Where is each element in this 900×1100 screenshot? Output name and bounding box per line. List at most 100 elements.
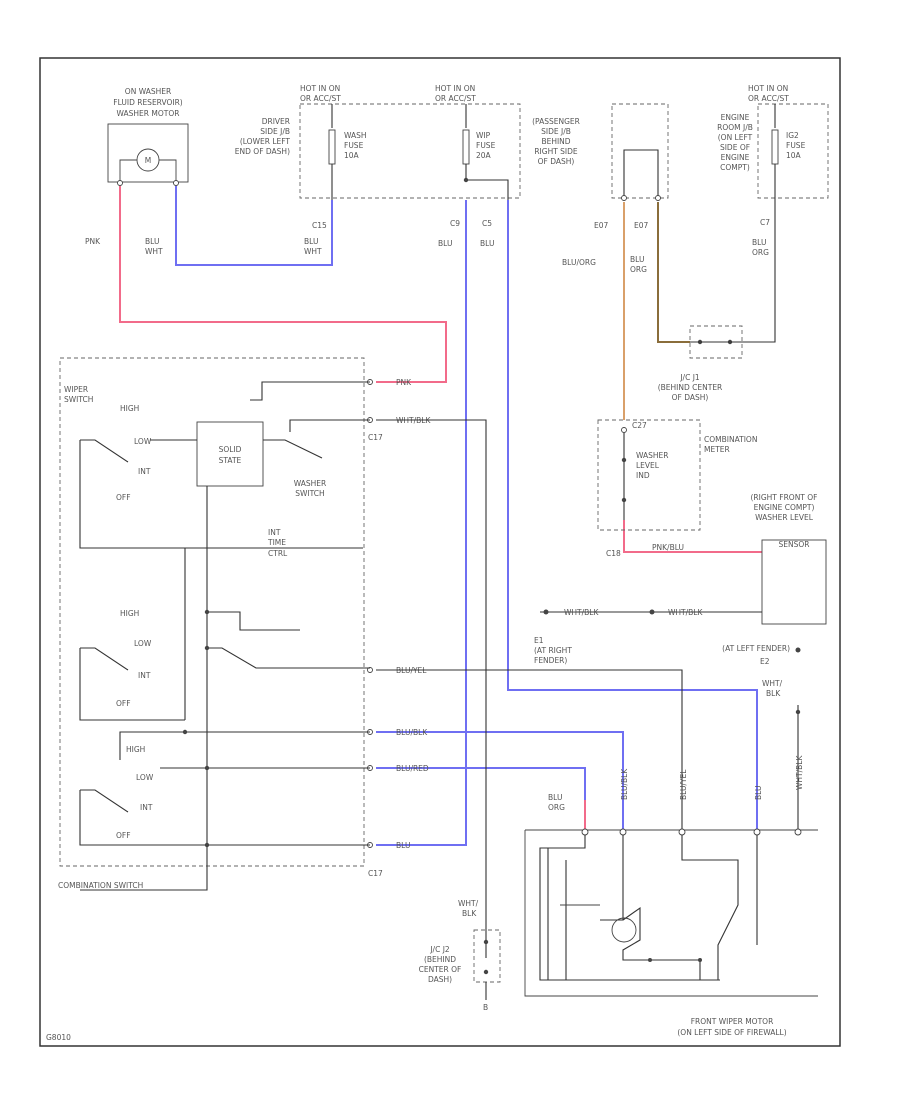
svg-text:OR ACC/ST: OR ACC/ST bbox=[435, 94, 476, 103]
figure-code: G8010 bbox=[46, 1033, 71, 1042]
wire-label-wht-blk-1: WHT/BLK bbox=[564, 608, 599, 617]
svg-text:10A: 10A bbox=[786, 151, 802, 160]
svg-text:BLU: BLU bbox=[548, 793, 562, 802]
svg-text:(AT LEFT FENDER): (AT LEFT FENDER) bbox=[722, 644, 790, 653]
wip-fuse-label: WIP FUSE 20A bbox=[476, 131, 496, 160]
wire-label-blu-1: BLU bbox=[438, 239, 452, 248]
connector-e07b: E07 bbox=[634, 221, 649, 230]
svg-text:BLK: BLK bbox=[462, 909, 477, 918]
svg-text:HOT IN ON: HOT IN ON bbox=[300, 84, 340, 93]
blue-wire-wip-main bbox=[376, 200, 467, 846]
blue-wire-wip-c5 bbox=[507, 200, 758, 832]
svg-text:BLU: BLU bbox=[752, 238, 766, 247]
svg-text:LOW: LOW bbox=[134, 639, 152, 648]
connector-c26: C17 bbox=[368, 433, 383, 442]
ig2-fuse-label: IG2 FUSE 10A bbox=[786, 131, 806, 160]
svg-text:ROOM J/B: ROOM J/B bbox=[717, 123, 753, 132]
blue-wire-washer bbox=[175, 186, 333, 266]
connector-c27: C27 bbox=[632, 421, 647, 430]
svg-text:CENTER OF: CENTER OF bbox=[419, 965, 462, 974]
svg-text:BLK: BLK bbox=[766, 689, 781, 698]
svg-text:WHT: WHT bbox=[145, 247, 163, 256]
svg-text:ORG: ORG bbox=[630, 265, 647, 274]
pink-wire-level-sensor bbox=[623, 520, 762, 553]
connector-c17-bot: C17 bbox=[368, 869, 383, 878]
driver-jb-box bbox=[299, 103, 521, 199]
svg-text:E1: E1 bbox=[534, 636, 544, 645]
front-wiper-motor-label: FRONT WIPER MOTOR (ON LEFT SIDE OF FIREW… bbox=[677, 1017, 786, 1037]
passenger-jb-box bbox=[611, 103, 669, 199]
svg-text:(LOWER LEFT: (LOWER LEFT bbox=[240, 137, 291, 146]
svg-text:LEVEL: LEVEL bbox=[636, 461, 660, 470]
svg-text:SWITCH: SWITCH bbox=[64, 395, 93, 404]
svg-text:BEHIND: BEHIND bbox=[541, 137, 570, 146]
svg-text:(RIGHT FRONT OF: (RIGHT FRONT OF bbox=[751, 493, 818, 502]
solid-state-label: SOLID STATE bbox=[219, 445, 242, 465]
blue-wire-blu-blk bbox=[376, 731, 624, 832]
driver-jb-hot-label: HOT IN ON OR ACC/ST bbox=[300, 84, 341, 103]
wire-label-blu-2: BLU bbox=[480, 239, 494, 248]
connector-c5: C5 bbox=[482, 219, 492, 228]
wip-hot-label: HOT IN ON OR ACC/ST bbox=[435, 84, 476, 103]
wiper-motor-frame bbox=[524, 829, 818, 997]
svg-text:METER: METER bbox=[704, 445, 730, 454]
svg-text:E2: E2 bbox=[760, 657, 770, 666]
washer-motor-label: ON WASHER FLUID RESERVOIR) WASHER MOTOR bbox=[113, 87, 183, 118]
svg-text:FUSE: FUSE bbox=[344, 141, 364, 150]
svg-text:WIP: WIP bbox=[476, 131, 491, 140]
connector-c15: C15 bbox=[312, 221, 327, 230]
svg-text:SIDE J/B: SIDE J/B bbox=[541, 127, 571, 136]
wiper-switch-label: WIPER SWITCH bbox=[64, 385, 93, 404]
svg-text:COMPT): COMPT) bbox=[720, 163, 750, 172]
svg-text:WHT: WHT bbox=[304, 247, 322, 256]
svg-text:ORG: ORG bbox=[752, 248, 769, 257]
wire-label-blu-blk-v: BLU/BLK bbox=[620, 768, 629, 800]
brown-wire-e07b bbox=[657, 202, 690, 343]
connector-c7: C7 bbox=[760, 218, 770, 227]
svg-text:CTRL: CTRL bbox=[268, 549, 288, 558]
svg-text:OFF: OFF bbox=[116, 831, 131, 840]
svg-text:FRONT WIPER MOTOR: FRONT WIPER MOTOR bbox=[691, 1017, 774, 1026]
wire-label-pnk: PNK bbox=[85, 237, 101, 246]
wire-label-blu-org-1: BLU/ORG bbox=[562, 258, 596, 267]
svg-text:WASHER: WASHER bbox=[636, 451, 669, 460]
jc-j2-label: J/C J2 (BEHIND CENTER OF DASH) bbox=[419, 945, 462, 984]
wire-label-blu-wht-1: BLU WHT bbox=[145, 237, 163, 256]
svg-text:DRIVER: DRIVER bbox=[262, 117, 290, 126]
svg-text:OF DASH): OF DASH) bbox=[538, 157, 575, 166]
svg-text:ENGINE COMPT): ENGINE COMPT) bbox=[754, 503, 815, 512]
svg-text:(AT RIGHT: (AT RIGHT bbox=[534, 646, 572, 655]
diagram-frame bbox=[39, 57, 841, 1047]
svg-text:(ON LEFT SIDE OF FIREWALL): (ON LEFT SIDE OF FIREWALL) bbox=[677, 1028, 786, 1037]
svg-text:BLU: BLU bbox=[304, 237, 318, 246]
connector-e07a: E07 bbox=[594, 221, 609, 230]
engine-jb-box bbox=[757, 103, 829, 199]
wire-label-wht-blk-4: WHT/ BLK bbox=[458, 899, 479, 918]
blue-wire-blu-red bbox=[376, 767, 586, 800]
motor-m-label: M bbox=[145, 156, 151, 165]
svg-text:LOW: LOW bbox=[134, 437, 152, 446]
svg-text:DASH): DASH) bbox=[428, 975, 452, 984]
svg-text:BLU: BLU bbox=[630, 255, 644, 264]
svg-text:SIDE OF: SIDE OF bbox=[720, 143, 750, 152]
jc-j1-label: J/C J1 (BEHIND CENTER OF DASH) bbox=[658, 373, 723, 402]
svg-text:IND: IND bbox=[636, 471, 650, 480]
svg-text:WASHER MOTOR: WASHER MOTOR bbox=[117, 109, 180, 118]
svg-text:FUSE: FUSE bbox=[786, 141, 806, 150]
wash-fuse-label: WASH FUSE 10A bbox=[344, 131, 367, 160]
svg-text:WASHER: WASHER bbox=[294, 479, 327, 488]
svg-text:INT: INT bbox=[140, 803, 153, 812]
wire-label-blu-blk: BLU/BLK bbox=[396, 728, 428, 737]
svg-text:TIME: TIME bbox=[267, 538, 286, 547]
svg-text:(BEHIND: (BEHIND bbox=[424, 955, 456, 964]
washer-level-ind-label: WASHER LEVEL IND bbox=[636, 451, 669, 480]
jc-j2-box bbox=[473, 929, 501, 983]
svg-text:10A: 10A bbox=[344, 151, 360, 160]
svg-text:OFF: OFF bbox=[116, 699, 131, 708]
svg-text:(BEHIND CENTER: (BEHIND CENTER bbox=[658, 383, 723, 392]
wire-label-wht-blk-5: WHT/ BLK bbox=[762, 679, 783, 698]
combination-switch-label: COMBINATION SWITCH bbox=[58, 881, 143, 890]
washer-level-sensor-label: (RIGHT FRONT OF ENGINE COMPT) WASHER LEV… bbox=[751, 493, 818, 549]
svg-text:WASHER LEVEL: WASHER LEVEL bbox=[755, 513, 814, 522]
